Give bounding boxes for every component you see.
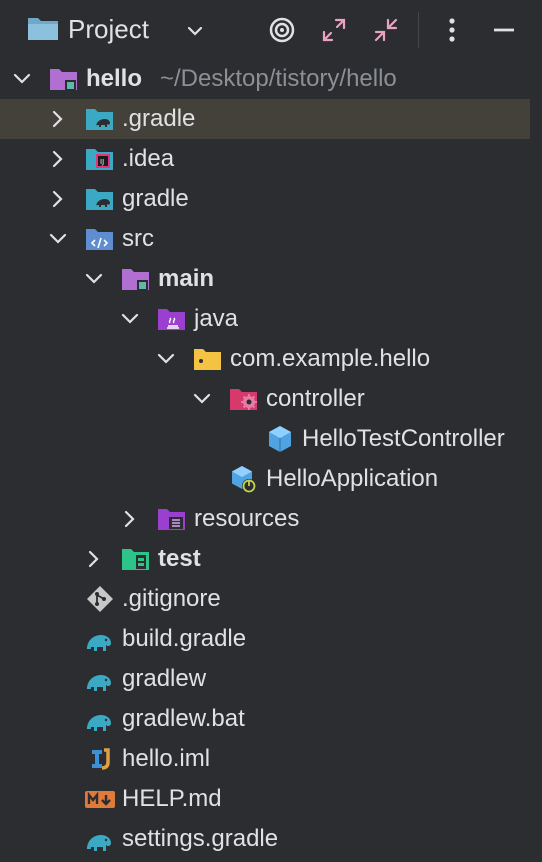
tree-row-hello-test-controller[interactable]: HelloTestController — [0, 419, 530, 459]
gradle-elephant-icon — [87, 715, 111, 731]
markdown-file-icon — [85, 791, 115, 808]
item-label: hello.iml — [122, 745, 211, 772]
controller-folder-icon — [230, 389, 257, 410]
item-label: .gradle — [122, 105, 196, 132]
vertical-scrollbar[interactable] — [530, 60, 542, 862]
chevron-down-icon[interactable] — [156, 349, 176, 369]
tree-row-package[interactable]: com.example.hello — [0, 339, 530, 379]
item-label: main — [158, 265, 215, 292]
chevron-down-icon[interactable] — [184, 20, 206, 47]
svg-text:IJ: IJ — [100, 158, 104, 166]
chevron-right-icon[interactable] — [120, 509, 140, 529]
gradle-folder-icon — [86, 189, 113, 210]
item-label: test — [158, 545, 201, 572]
item-label: HelloTestController — [302, 425, 505, 452]
source-folder-icon — [86, 229, 113, 250]
intellij-module-file-icon — [92, 748, 110, 770]
toolbar-divider — [418, 12, 419, 48]
tree-row-resources[interactable]: resources — [0, 499, 530, 539]
item-label: src — [122, 225, 154, 252]
item-label: .gitignore — [122, 585, 221, 612]
tree-row-hello-iml[interactable]: hello.iml — [0, 739, 530, 779]
tree-row-main[interactable]: main — [0, 259, 530, 299]
test-folder-icon — [122, 549, 149, 570]
project-tree: hello ~/Desktop/tistory/hello .gradle IJ… — [0, 59, 530, 859]
collapse-icon[interactable] — [368, 12, 404, 48]
tree-row-gitignore[interactable]: .gitignore — [0, 579, 530, 619]
more-icon[interactable] — [434, 12, 470, 48]
tree-row-idea[interactable]: IJ .idea — [0, 139, 530, 179]
java-source-folder-icon — [158, 309, 185, 330]
gradle-elephant-icon — [87, 635, 111, 651]
item-label: controller — [266, 385, 365, 412]
target-icon[interactable] — [264, 12, 300, 48]
gradle-folder-icon — [86, 109, 113, 130]
chevron-down-icon[interactable] — [84, 269, 104, 289]
minimize-icon[interactable] — [486, 12, 522, 48]
chevron-right-icon[interactable] — [48, 149, 68, 169]
tool-window-title[interactable]: Project — [68, 14, 149, 44]
item-label: HELP.md — [122, 785, 222, 812]
gradle-elephant-icon — [87, 835, 111, 851]
root-name: hello — [86, 65, 143, 92]
item-label: gradle — [122, 185, 189, 212]
tree-row-src[interactable]: src — [0, 219, 530, 259]
tree-row-java[interactable]: java — [0, 299, 530, 339]
item-label: resources — [194, 505, 300, 532]
tree-row-help-md[interactable]: HELP.md — [0, 779, 530, 819]
chevron-down-icon[interactable] — [120, 309, 140, 329]
item-label: java — [194, 305, 239, 332]
tree-row-gradle[interactable]: gradle — [0, 179, 530, 219]
expand-icon[interactable] — [316, 12, 352, 48]
item-label: HelloApplication — [266, 465, 439, 492]
chevron-right-icon[interactable] — [48, 109, 68, 129]
idea-folder-icon: IJ — [86, 149, 113, 170]
tree-row-gradlew-bat[interactable]: gradlew.bat — [0, 699, 530, 739]
project-folder-icon — [26, 14, 60, 49]
module-folder-icon — [50, 69, 77, 91]
tool-window-header: Project — [0, 0, 542, 60]
git-ignore-icon — [87, 586, 113, 612]
chevron-down-icon[interactable] — [192, 389, 212, 409]
java-class-icon — [269, 426, 291, 452]
resources-folder-icon — [158, 509, 185, 530]
chevron-down-icon[interactable] — [48, 229, 68, 249]
item-label: settings.gradle — [122, 825, 279, 852]
spring-application-class-icon — [232, 466, 256, 493]
item-label: gradlew.bat — [122, 705, 245, 732]
tree-row-build-gradle[interactable]: build.gradle — [0, 619, 530, 659]
item-label: com.example.hello — [230, 345, 431, 372]
item-label: .idea — [122, 145, 175, 172]
chevron-right-icon[interactable] — [84, 549, 104, 569]
gradle-elephant-icon — [87, 675, 111, 691]
tree-row-hello[interactable]: hello ~/Desktop/tistory/hello — [0, 59, 530, 99]
tree-row-test[interactable]: test — [0, 539, 530, 579]
tree-row-hello-application[interactable]: HelloApplication — [0, 459, 530, 499]
tree-row-dot-gradle[interactable]: .gradle — [0, 99, 530, 139]
item-label: build.gradle — [122, 625, 247, 652]
tree-row-settings-gradle[interactable]: settings.gradle — [0, 819, 530, 859]
item-label: gradlew — [122, 665, 207, 692]
module-folder-icon — [122, 269, 149, 291]
package-folder-icon — [194, 349, 221, 370]
root-path: ~/Desktop/tistory/hello — [160, 65, 397, 92]
tree-row-controller[interactable]: controller — [0, 379, 530, 419]
tree-row-gradlew[interactable]: gradlew — [0, 659, 530, 699]
chevron-down-icon[interactable] — [12, 69, 32, 89]
chevron-right-icon[interactable] — [48, 189, 68, 209]
